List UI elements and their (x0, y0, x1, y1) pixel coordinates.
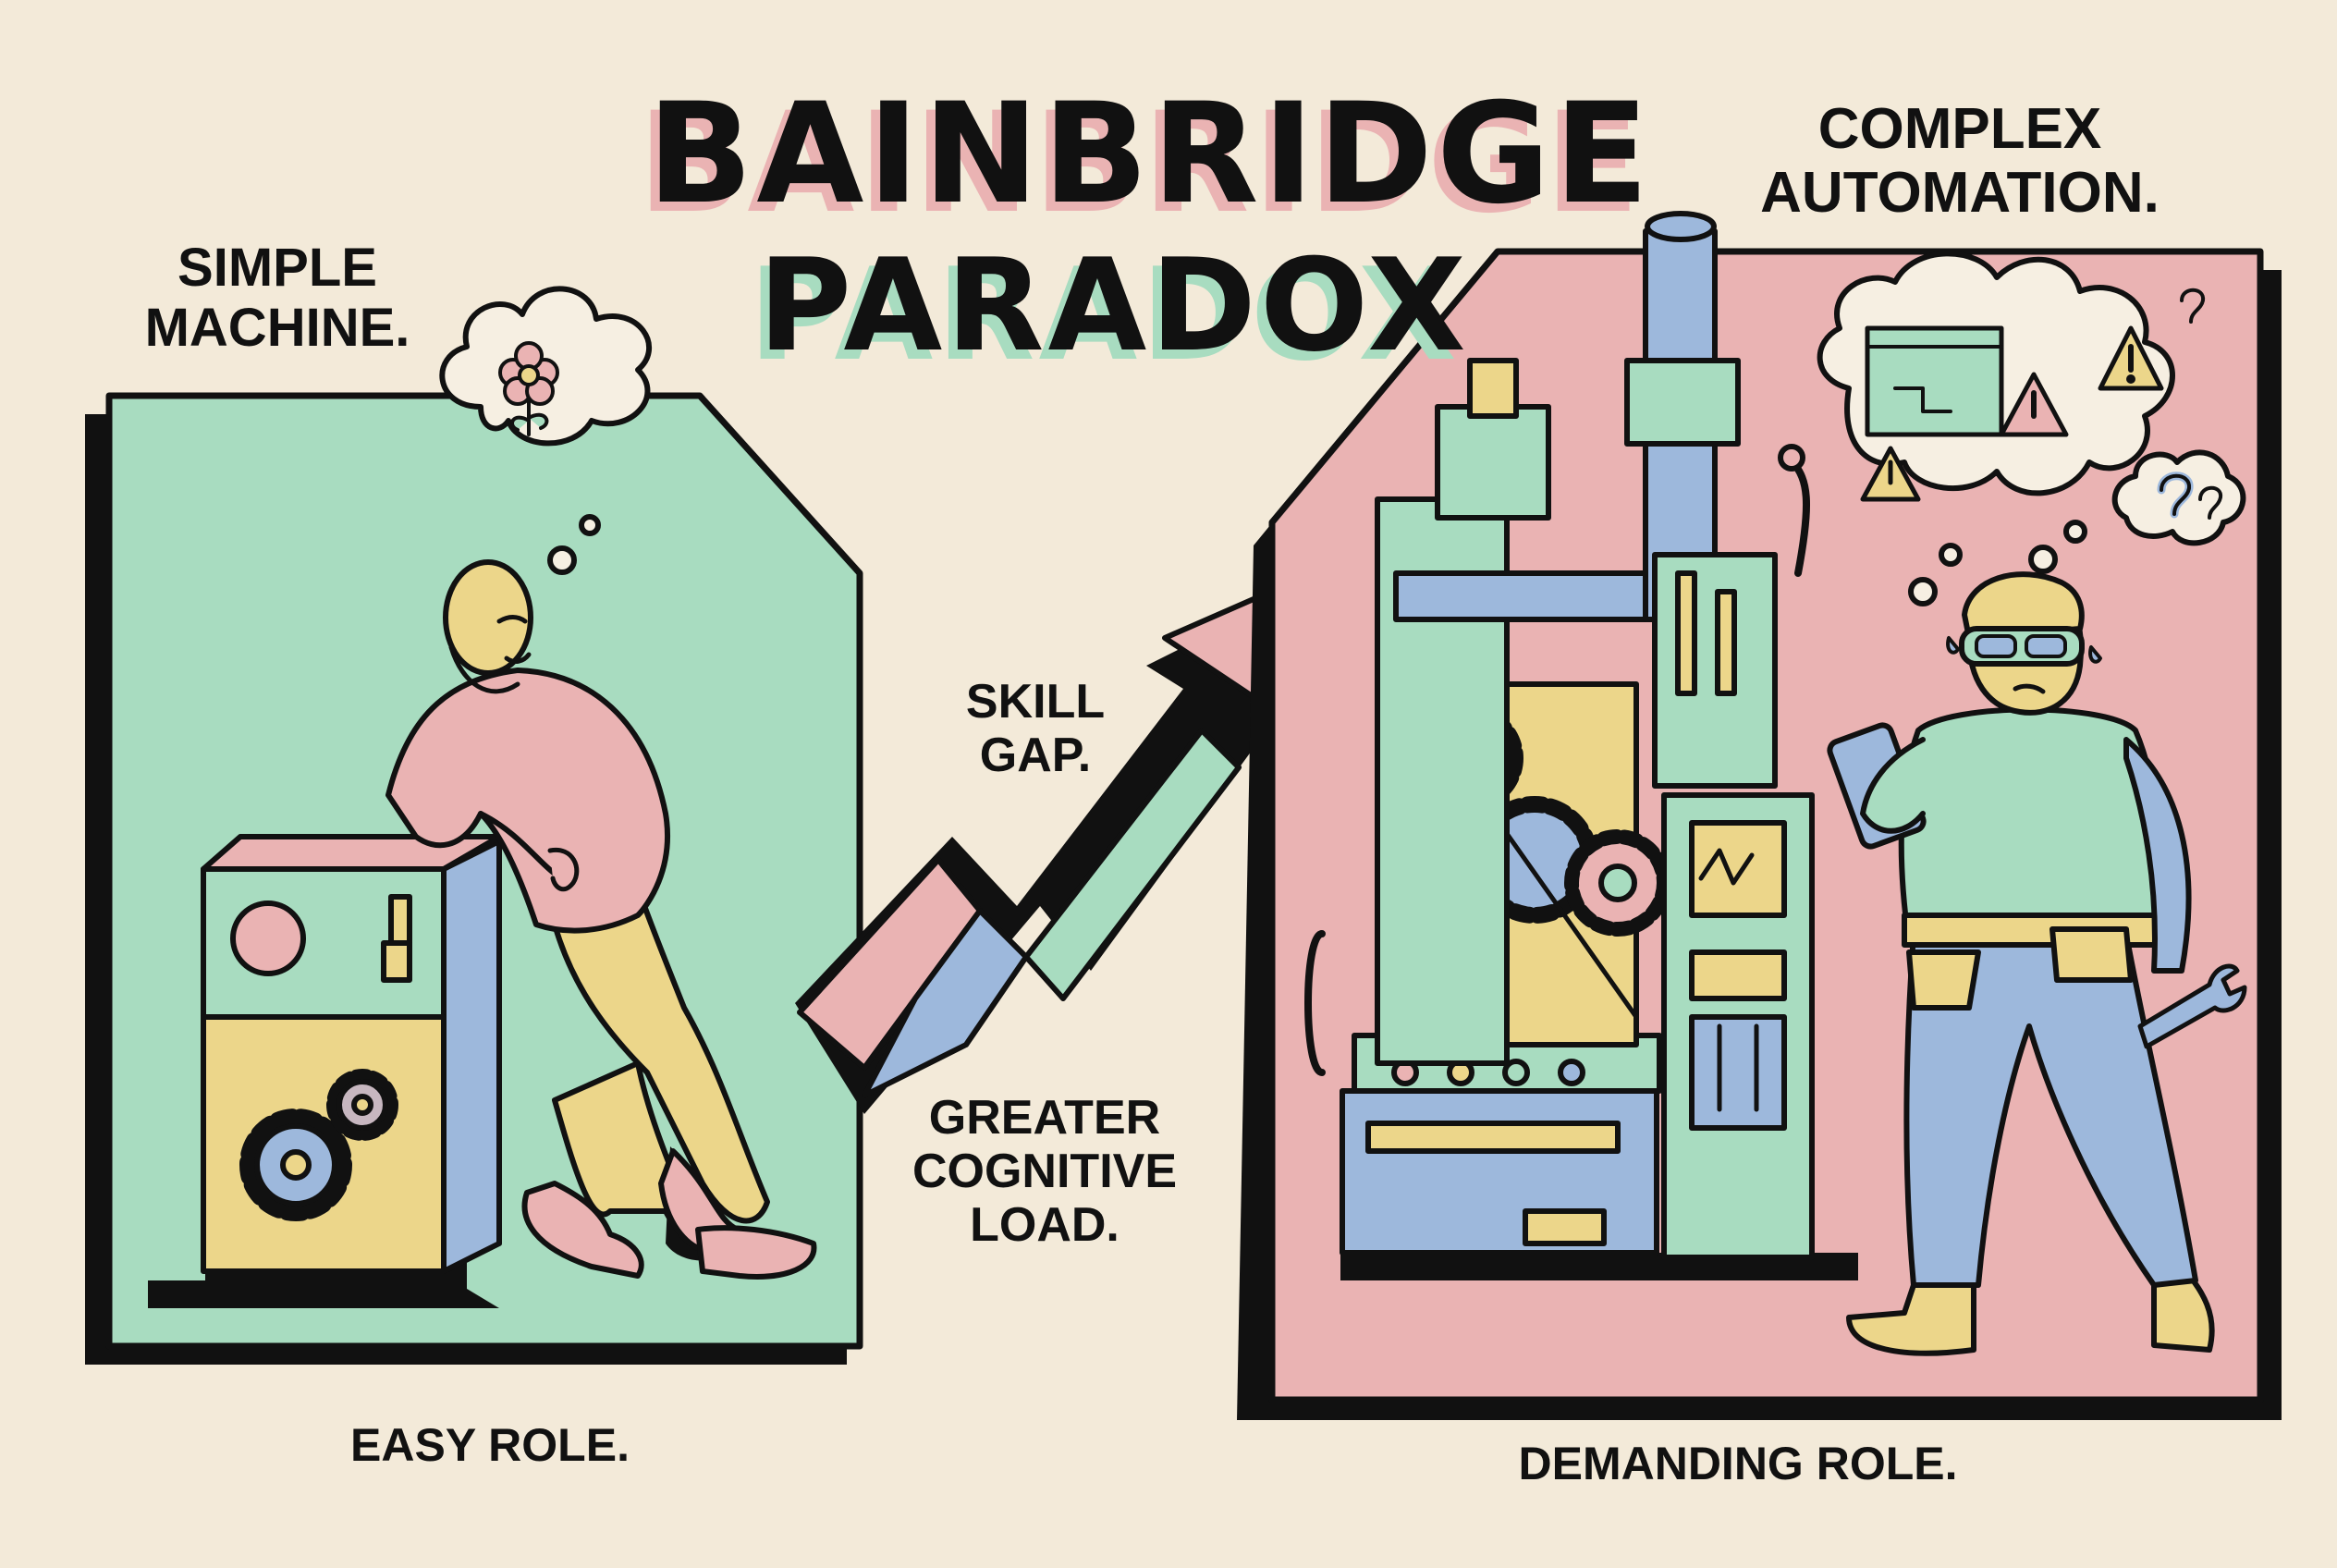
simple-machine (148, 834, 502, 1308)
cognitive-load-line-1: GREATER (928, 1091, 1161, 1145)
skill-gap-line-1: SKILL (965, 675, 1106, 729)
warning-icon (1999, 372, 2069, 437)
gear-icon (326, 1069, 398, 1141)
warning-icon (2098, 325, 2164, 391)
title-line-1: BAINBRIDGE (647, 74, 1653, 235)
simple-machine-heading-line-1: SIMPLE (177, 238, 377, 298)
warning-icon (1860, 446, 1921, 502)
gear-icon (239, 1109, 352, 1221)
cognitive-load-label: GREATER COGNITIVE LOAD. (887, 1091, 1202, 1253)
relaxed-worker (385, 559, 817, 1280)
stress-thought-cloud (1817, 251, 2246, 606)
title-line-2: PARADOX (758, 231, 1470, 380)
skill-gap-label: SKILL GAP. (915, 675, 1156, 782)
demanding-role-caption: DEMANDING ROLE. (1518, 1438, 1958, 1489)
skill-gap-line-2: GAP. (979, 729, 1092, 783)
complex-automation-heading: COMPLEX AUTOMATION. (1719, 97, 2200, 226)
complex-automation-heading-line-1: COMPLEX (1817, 97, 2102, 161)
thought-bubble-flower (439, 286, 652, 575)
stressed-worker (1827, 571, 2247, 1356)
complex-automation-heading-line-2: AUTOMATION. (1760, 161, 2160, 226)
simple-machine-heading-line-2: MACHINE. (144, 297, 410, 358)
complex-machine (1304, 211, 1858, 1280)
flower-icon (498, 341, 559, 436)
cognitive-load-line-3: LOAD. (970, 1198, 1120, 1253)
easy-role-caption: EASY ROLE. (350, 1419, 630, 1471)
cognitive-load-line-2: COGNITIVE (912, 1145, 1178, 1199)
simple-machine-heading: SIMPLE MACHINE. (92, 238, 462, 359)
question-icon (2157, 472, 2222, 520)
wrench-icon (2137, 963, 2247, 1049)
